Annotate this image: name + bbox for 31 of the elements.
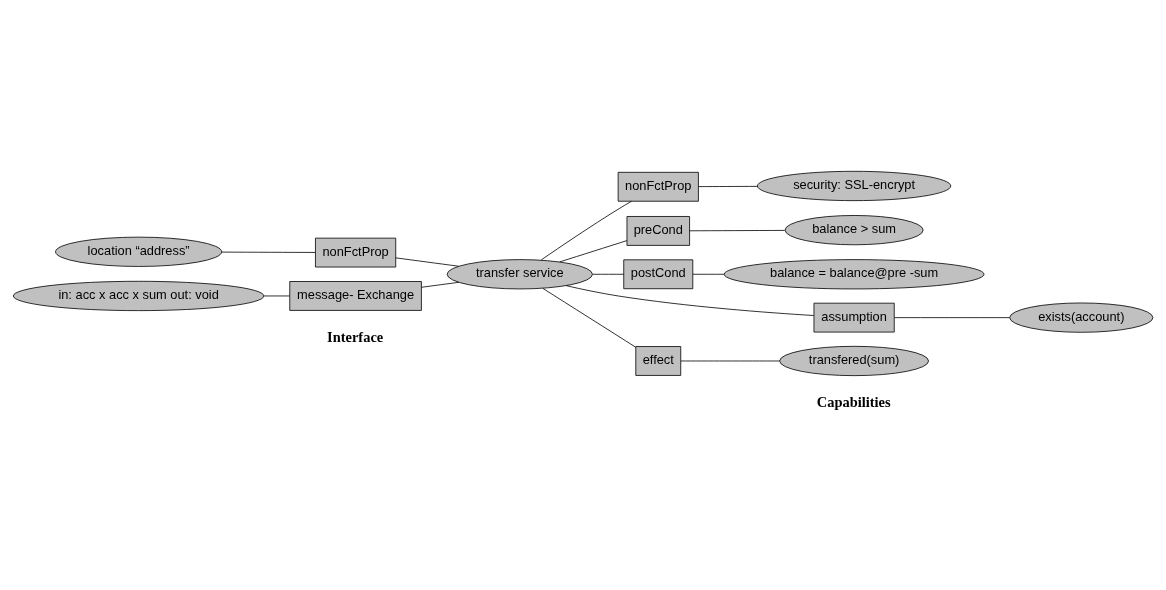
node-ellipse: exists(account) [1009,302,1154,333]
label: Capabilities [816,394,891,411]
connector [263,295,290,297]
node-box: message- Exchange [289,281,422,311]
node-box: postCond [623,259,694,290]
node-box: effect [635,346,682,376]
node-box: nonFctProp [315,237,397,268]
node-ellipse: balance = balance@pre -sum [723,259,985,290]
connector [542,288,637,348]
connector [698,185,758,187]
connector [692,273,725,275]
label: Interface [327,329,384,346]
node-ellipse: transfered(sum) [779,345,929,377]
connector [540,200,632,261]
connector [689,230,786,232]
connector [592,273,625,275]
connector [395,257,460,267]
connector [221,251,316,253]
connector [565,285,815,316]
node-box: nonFctProp [617,171,699,202]
node-ellipse: in: acc x acc x sum out: void [12,280,265,311]
node-ellipse: transfer service [446,259,593,290]
node-box: preCond [626,216,690,246]
connector [894,317,1011,319]
node-ellipse: location “address” [55,236,223,267]
node-ellipse: balance > sum [784,215,924,246]
node-ellipse: security: SSL-encrypt [757,170,952,202]
node-box: assumption [813,302,895,333]
connector [559,240,628,263]
connector [421,281,460,288]
connector [680,360,781,362]
